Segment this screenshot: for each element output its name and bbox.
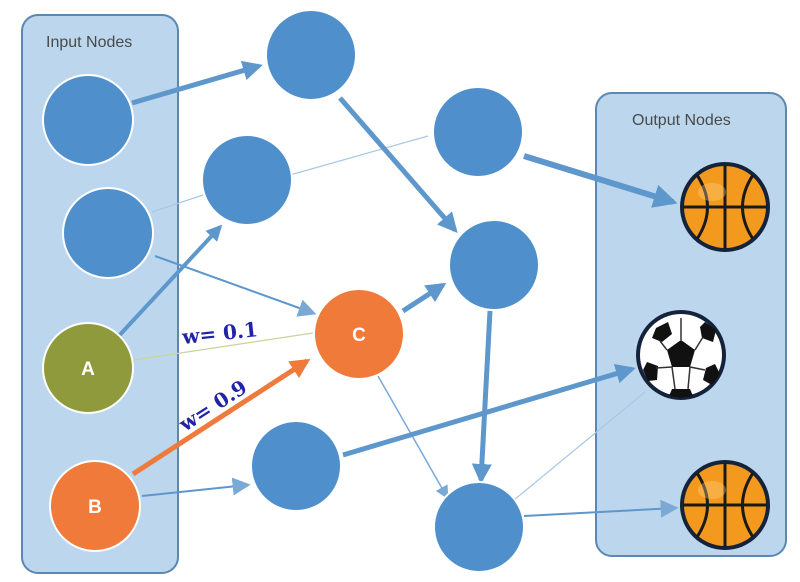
hidden-node-5	[250, 420, 342, 512]
input-node-a	[42, 322, 134, 414]
edge-h5-to-out2	[342, 363, 636, 458]
hidden-node-3	[432, 86, 524, 178]
edge-h6-to-out3	[523, 499, 679, 518]
basketball-icon	[680, 460, 770, 550]
hidden-node-4	[448, 219, 540, 311]
edges	[113, 60, 679, 518]
edge-a-to-h2	[113, 224, 223, 342]
weight-a-to-c: w= 0.1	[180, 317, 259, 349]
edge-in1-to-h1	[131, 60, 263, 106]
hidden-node-1	[265, 9, 357, 101]
node-a-label: A	[81, 359, 95, 380]
basketball-icon	[680, 162, 770, 252]
edge-h2-to-h3	[289, 135, 429, 176]
soccer-ball-icon	[636, 310, 726, 400]
edge-h4-to-h6	[471, 310, 493, 484]
hidden-node-c	[313, 288, 405, 380]
node-b-label: B	[88, 497, 102, 518]
edge-b-to-h5	[141, 477, 251, 497]
edge-b-to-c	[131, 358, 311, 477]
hidden-node-2	[201, 134, 293, 226]
edge-a-to-c	[133, 332, 314, 361]
input-node-1	[42, 74, 134, 166]
edge-in2-to-h2	[151, 194, 204, 213]
edge-h6-to-out2	[513, 391, 646, 501]
edge-in2-to-c	[154, 255, 317, 317]
input-node-2	[62, 187, 154, 279]
edge-h1-to-h4	[338, 96, 458, 234]
input-node-b	[49, 460, 141, 552]
edge-c-to-h4	[401, 282, 447, 314]
edge-h3-to-out1	[523, 153, 678, 208]
hidden-node-6	[433, 481, 525, 573]
node-c-label: C	[352, 325, 366, 346]
input-nodes-title: Input Nodes	[46, 34, 132, 51]
output-nodes-title: Output Nodes	[632, 112, 731, 129]
